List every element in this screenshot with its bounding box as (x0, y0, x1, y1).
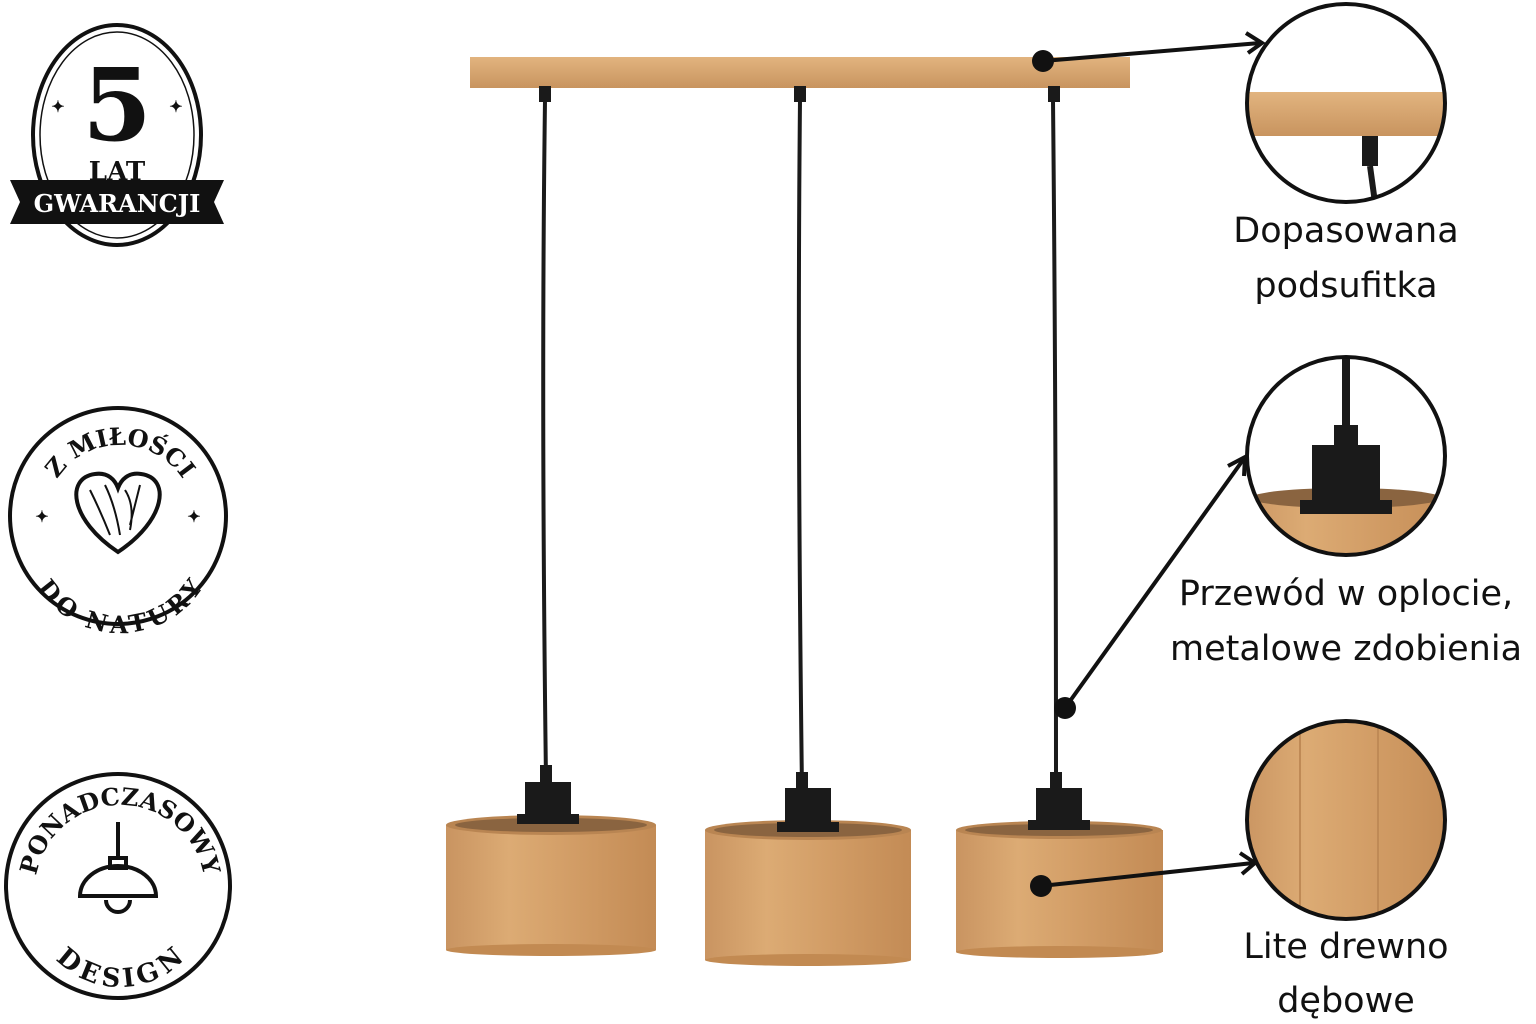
lamp-shade (956, 788, 1163, 958)
cords (541, 99, 1058, 791)
callout-arrows (1040, 31, 1266, 888)
pendant-lamp-icon (77, 822, 159, 914)
callout-dot (1054, 697, 1076, 719)
warranty-label: GWARANCJI (34, 189, 201, 218)
caption-canopy-line2: podsufitka (1254, 266, 1437, 306)
warranty-number: 5 (82, 46, 152, 164)
design-badge-top: PONADCZASOWY (14, 782, 227, 879)
svg-text:✦: ✦ (169, 97, 182, 116)
lamp-shade (446, 782, 656, 956)
heart-icon (74, 471, 162, 555)
nature-badge-bottom: DO NATURY (32, 573, 209, 640)
nature-badge: Z MIŁOŚCI DO NATURY ✦ ✦ (8, 406, 228, 640)
caption-cord-line1: Przewód w oplocie, (1179, 574, 1513, 614)
callout-dot (1030, 875, 1052, 897)
caption-canopy-line1: Dopasowana (1233, 211, 1458, 251)
svg-text:✦: ✦ (35, 507, 48, 526)
pendant-lamp (446, 57, 1163, 966)
svg-text:Z MIŁOŚCI: Z MIŁOŚCI (39, 422, 202, 483)
nature-badge-top: Z MIŁOŚCI (39, 422, 202, 483)
svg-text:PONADCZASOWY: PONADCZASOWY (14, 782, 227, 879)
detail-canopy (1245, 2, 1447, 204)
svg-text:✦: ✦ (51, 97, 64, 116)
caption-wood-line1: Lite drewno (1243, 927, 1448, 967)
callout-dot (1032, 50, 1054, 72)
lamp-shade (705, 788, 911, 966)
design-badge: PONADCZASOWY DESIGN (4, 772, 232, 1000)
ceiling-canopy (470, 57, 1130, 88)
svg-text:✦: ✦ (187, 507, 200, 526)
caption-wood-line2: dębowe (1277, 981, 1415, 1021)
caption-cord-line2: metalowe zdobienia (1170, 629, 1522, 669)
detail-socket (1245, 355, 1447, 557)
detail-wood (1245, 719, 1447, 921)
svg-text:DO NATURY: DO NATURY (32, 573, 209, 640)
warranty-badge: 5 ✦ ✦ LAT GWARANCJI (10, 23, 224, 247)
